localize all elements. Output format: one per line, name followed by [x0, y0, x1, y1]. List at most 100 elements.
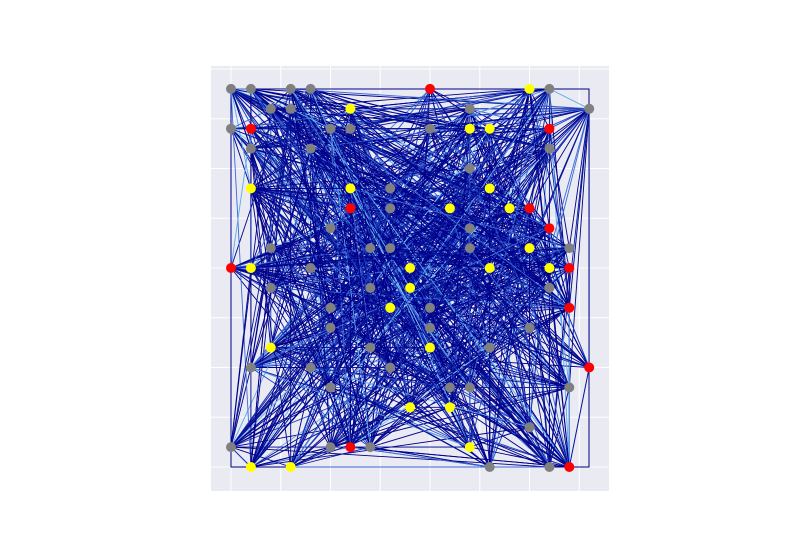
- graph-edge: [330, 88, 550, 309]
- graph-edges: [230, 88, 590, 468]
- graph-edge: [330, 227, 411, 289]
- graph-edge: [310, 267, 590, 368]
- graph-edge: [270, 347, 351, 448]
- graph-node-gray: [325, 302, 336, 313]
- graph-node-gray: [285, 103, 296, 114]
- graph-edge: [270, 347, 331, 448]
- graph-node-gray: [425, 302, 435, 313]
- graph-edge: [529, 208, 570, 308]
- graph-edge: [548, 267, 590, 368]
- graph-node-yellow: [464, 442, 475, 453]
- graph-edge: [230, 108, 292, 448]
- graph-edge: [250, 88, 590, 368]
- graph-node-red: [245, 123, 256, 134]
- graph-node-yellow: [405, 402, 416, 413]
- graph-edge: [310, 148, 431, 309]
- graph-edge: [350, 187, 570, 249]
- graph-edge: [310, 367, 450, 388]
- graph-edge: [429, 228, 471, 328]
- graph-edge: [250, 148, 272, 249]
- graph-node-red: [544, 123, 555, 134]
- graph-node-yellow: [245, 183, 256, 194]
- graph-edge: [529, 148, 550, 249]
- graph-edge: [350, 88, 550, 110]
- graph-node-yellow: [425, 342, 435, 353]
- graph-edge: [390, 247, 490, 269]
- graph-edge: [290, 88, 550, 150]
- graph-node-gray: [584, 103, 595, 114]
- graph-node-gray: [365, 282, 376, 293]
- graph-edge: [509, 207, 550, 229]
- graph-node-gray: [245, 362, 256, 373]
- graph-edge: [230, 88, 530, 130]
- graph-node-gray: [544, 462, 555, 472]
- graph-edge: [350, 108, 570, 309]
- graph-edge: [270, 88, 530, 110]
- graph-edge: [290, 406, 451, 468]
- graph-edge: [290, 88, 550, 468]
- graph-node-yellow: [464, 123, 475, 134]
- graph-edge: [230, 446, 291, 468]
- graph-edge: [529, 108, 590, 249]
- graph-edge: [350, 128, 431, 189]
- graph-edge: [349, 108, 431, 348]
- graph-edge: [230, 88, 252, 468]
- graph-edge: [230, 367, 252, 448]
- graph-node-red: [564, 263, 575, 273]
- graph-node-gray: [305, 362, 316, 373]
- graph-edge: [250, 247, 470, 269]
- graph-edge: [469, 88, 550, 388]
- graph-edge: [350, 267, 550, 448]
- graph-edge: [369, 208, 391, 249]
- graph-edge: [290, 88, 331, 308]
- graph-node-gray: [345, 123, 356, 134]
- graph-node-yellow: [444, 402, 455, 413]
- graph-edge: [409, 128, 431, 269]
- graph-node-yellow: [484, 123, 495, 134]
- graph-node-gray: [226, 123, 236, 134]
- graph-edge: [250, 267, 451, 388]
- graph-node-red: [564, 462, 575, 472]
- graph-edge: [568, 367, 590, 468]
- graph-edge: [469, 247, 530, 328]
- graph-edge: [390, 367, 570, 388]
- graph-edge: [449, 287, 550, 388]
- graph-edge: [489, 128, 550, 348]
- graph-node-yellow: [405, 282, 416, 293]
- graph-edge: [250, 88, 311, 189]
- graph-node-gray: [544, 282, 555, 293]
- graph-edge: [230, 327, 331, 448]
- graph-node-gray: [365, 342, 376, 353]
- graph-edge: [370, 347, 550, 468]
- graph-edge: [250, 227, 550, 368]
- graph-edge: [509, 88, 550, 209]
- graph-node-red: [564, 302, 575, 313]
- graph-edge: [270, 347, 331, 388]
- graph-node-gray: [544, 83, 555, 94]
- graph-edge: [310, 148, 570, 468]
- graph-node-yellow: [524, 83, 535, 94]
- graph-edge: [230, 267, 331, 329]
- graph-node-red: [345, 442, 356, 453]
- graph-edge: [429, 88, 550, 130]
- graph-edge: [330, 208, 391, 388]
- graph-node-gray: [305, 263, 316, 273]
- graph-node-gray: [464, 103, 475, 114]
- graph-edge: [349, 108, 431, 328]
- graph-edge: [250, 128, 550, 150]
- graph-node-gray: [564, 382, 575, 393]
- graph-edge: [509, 148, 550, 209]
- graph-edge: [330, 287, 550, 309]
- graph-node-gray: [385, 203, 396, 214]
- graph-edge: [330, 227, 550, 448]
- graph-edge: [250, 128, 331, 368]
- graph-node-gray: [265, 243, 276, 254]
- graph-edge: [469, 148, 550, 249]
- graph-edge: [270, 267, 411, 289]
- graph-edge: [548, 387, 570, 468]
- graph-edge: [230, 88, 550, 150]
- graph-edge: [270, 148, 312, 289]
- graph-node-gray: [245, 83, 256, 94]
- graph-edge: [529, 108, 590, 209]
- graph-node-yellow: [245, 462, 256, 472]
